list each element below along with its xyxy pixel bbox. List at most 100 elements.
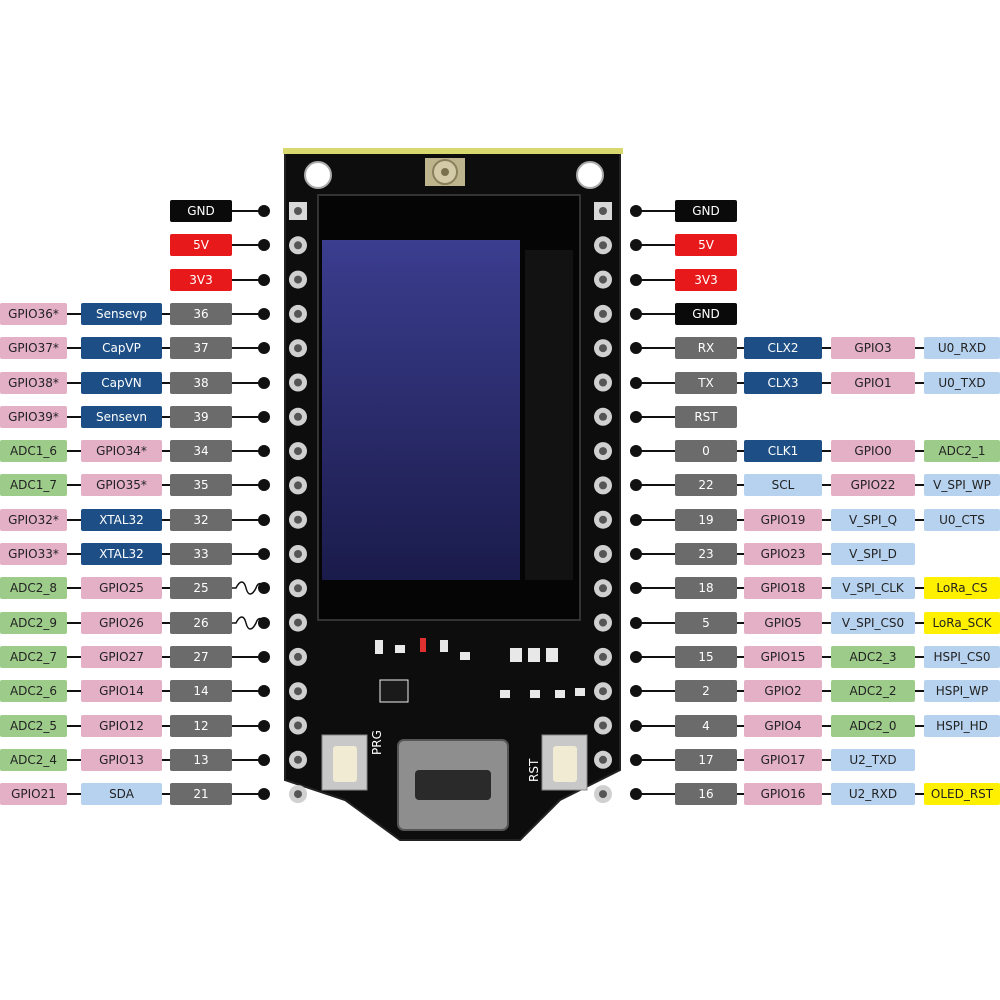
right-pin-lead bbox=[636, 450, 675, 452]
rst-button-label: RST bbox=[527, 759, 541, 782]
right-connector bbox=[822, 622, 831, 624]
left-connector bbox=[67, 656, 81, 658]
right-header-pin-hole bbox=[599, 550, 607, 558]
left-header-pin-hole bbox=[294, 722, 302, 730]
right-header-pin-hole bbox=[599, 241, 607, 249]
right-pin-label: CLK1 bbox=[744, 440, 822, 462]
left-pin-dot bbox=[258, 788, 270, 800]
left-connector bbox=[67, 313, 81, 315]
left-pin-dot bbox=[258, 377, 270, 389]
left-connector bbox=[67, 793, 81, 795]
left-header-pin-hole bbox=[294, 550, 302, 558]
right-header-pin-hole bbox=[599, 447, 607, 455]
right-pin-label: 18 bbox=[675, 577, 737, 599]
right-pin-lead bbox=[636, 244, 675, 246]
left-pin-label: GPIO13 bbox=[81, 749, 162, 771]
left-connector bbox=[67, 553, 81, 555]
right-pin-label: V_SPI_WP bbox=[924, 474, 1000, 496]
left-pin-label: SDA bbox=[81, 783, 162, 805]
left-header-pin-hole bbox=[294, 481, 302, 489]
left-pin-dot bbox=[258, 617, 270, 629]
right-pin-label: TX bbox=[675, 372, 737, 394]
right-connector bbox=[737, 347, 744, 349]
left-pin-label: 36 bbox=[170, 303, 232, 325]
right-connector bbox=[915, 622, 924, 624]
left-pin-label: CapVN bbox=[81, 372, 162, 394]
right-pin-label: 22 bbox=[675, 474, 737, 496]
left-pin-dot bbox=[258, 308, 270, 320]
left-pin-label: GPIO33* bbox=[0, 543, 67, 565]
mount-hole-left bbox=[305, 162, 331, 188]
right-connector bbox=[915, 793, 924, 795]
left-connector bbox=[162, 690, 170, 692]
right-pin-label: GPIO16 bbox=[744, 783, 822, 805]
left-pin-label: GPIO27 bbox=[81, 646, 162, 668]
right-pin-label: GPIO4 bbox=[744, 715, 822, 737]
left-pin-dot bbox=[258, 411, 270, 423]
left-pin-label: GPIO25 bbox=[81, 577, 162, 599]
left-header-pin-hole bbox=[294, 584, 302, 592]
right-pin-label: 15 bbox=[675, 646, 737, 668]
right-pin-label: GPIO15 bbox=[744, 646, 822, 668]
left-pin-label: 21 bbox=[170, 783, 232, 805]
left-header-pin-hole bbox=[294, 790, 302, 798]
left-connector bbox=[67, 416, 81, 418]
right-header-pin-hole bbox=[599, 687, 607, 695]
right-pin-label: RST bbox=[675, 406, 737, 428]
left-connector bbox=[67, 759, 81, 761]
right-connector bbox=[822, 347, 831, 349]
left-pin-label: XTAL32 bbox=[81, 509, 162, 531]
right-connector bbox=[822, 382, 831, 384]
left-pin-label: CapVP bbox=[81, 337, 162, 359]
right-connector bbox=[737, 519, 744, 521]
left-connector bbox=[162, 622, 170, 624]
right-header-pin-hole bbox=[599, 584, 607, 592]
right-header-pin-hole bbox=[599, 481, 607, 489]
left-connector bbox=[67, 587, 81, 589]
left-connector bbox=[162, 347, 170, 349]
left-connector bbox=[162, 656, 170, 658]
right-connector bbox=[822, 587, 831, 589]
right-pin-label: GPIO5 bbox=[744, 612, 822, 634]
right-connector bbox=[915, 382, 924, 384]
right-connector bbox=[737, 690, 744, 692]
left-connector bbox=[162, 519, 170, 521]
right-pin-label: SCL bbox=[744, 474, 822, 496]
left-pin-label: GPIO32* bbox=[0, 509, 67, 531]
right-pin-lead bbox=[636, 656, 675, 658]
left-pin-label: 35 bbox=[170, 474, 232, 496]
rst-button bbox=[542, 735, 587, 790]
right-pin-label: GPIO2 bbox=[744, 680, 822, 702]
left-pin-dot bbox=[258, 651, 270, 663]
antenna-connector bbox=[425, 158, 465, 186]
left-pin-label: 3V3 bbox=[170, 269, 232, 291]
left-pin-label: XTAL32 bbox=[81, 543, 162, 565]
left-connector bbox=[162, 450, 170, 452]
right-pin-label: U2_RXD bbox=[831, 783, 915, 805]
left-header-pin-hole bbox=[294, 516, 302, 524]
right-connector bbox=[915, 519, 924, 521]
right-header-pin-hole bbox=[599, 619, 607, 627]
left-pin-label: 13 bbox=[170, 749, 232, 771]
left-pin-label: GPIO37* bbox=[0, 337, 67, 359]
left-pin-label: GPIO26 bbox=[81, 612, 162, 634]
left-pin-label: Sensevn bbox=[81, 406, 162, 428]
right-pin-lead bbox=[636, 622, 675, 624]
left-pin-label: GPIO21 bbox=[0, 783, 67, 805]
left-header-pin-hole bbox=[294, 207, 302, 215]
right-connector bbox=[737, 587, 744, 589]
left-pin-label: Sensevp bbox=[81, 303, 162, 325]
left-pin-dot bbox=[258, 205, 270, 217]
left-pin-label: 34 bbox=[170, 440, 232, 462]
right-pin-label: HSPI_HD bbox=[924, 715, 1000, 737]
right-pin-lead bbox=[636, 793, 675, 795]
right-pin-lead bbox=[636, 210, 675, 212]
right-header-pin-hole bbox=[599, 379, 607, 387]
left-connector bbox=[67, 347, 81, 349]
right-pin-label: GPIO3 bbox=[831, 337, 915, 359]
prg-button-label: PRG bbox=[370, 730, 384, 755]
right-pin-label: GPIO22 bbox=[831, 474, 915, 496]
right-header-pin-hole bbox=[599, 790, 607, 798]
right-pin-label: 23 bbox=[675, 543, 737, 565]
